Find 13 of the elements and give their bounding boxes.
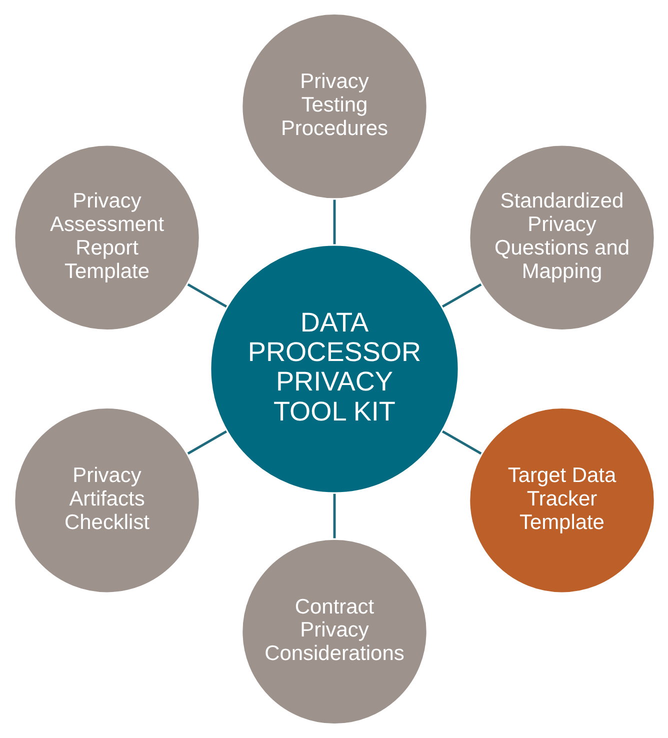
connector: [186, 430, 227, 455]
node-circle: DATA PROCESSOR PRIVACY TOOL KIT: [208, 243, 460, 495]
node-circle: Target Data Tracker Template: [467, 406, 656, 595]
node-circle: Contract Privacy Considerations: [240, 537, 428, 726]
node-circle: Privacy Assessment Report Template: [12, 143, 201, 332]
connector: [441, 430, 482, 455]
connector: [332, 200, 336, 244]
connector: [332, 494, 336, 538]
node-circle: Privacy Testing Procedures: [240, 12, 428, 201]
connector: [441, 283, 482, 308]
node-circle: Standardized Privacy Questions and Mapping: [467, 143, 656, 332]
connector: [186, 283, 227, 308]
node-circle: Privacy Artifacts Checklist: [12, 406, 201, 595]
